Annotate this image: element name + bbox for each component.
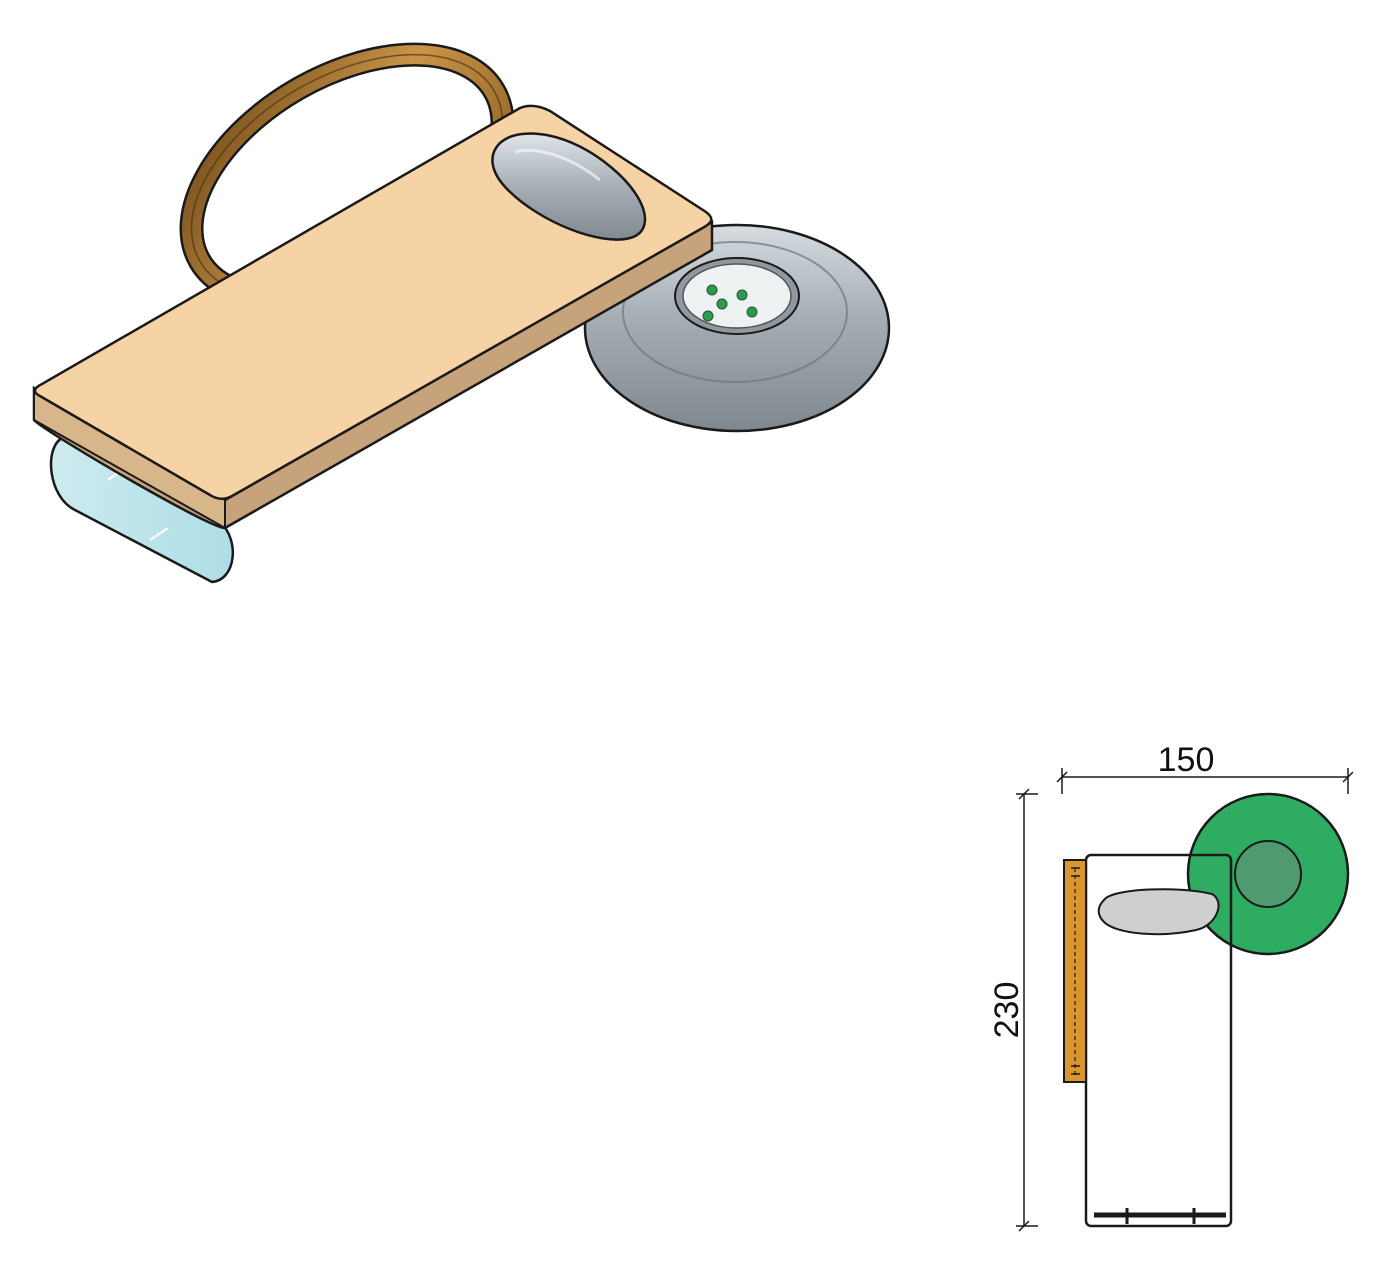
mirror-glare (149, 527, 169, 541)
width-dimension: 150 (1056, 741, 1354, 794)
plan-view: 150 230 (988, 741, 1354, 1232)
isometric-view (32, 42, 891, 584)
width-label: 150 (1158, 741, 1215, 779)
green-dots (702, 284, 758, 322)
strap-plan (1063, 859, 1087, 1083)
mirror-bar-plan (1094, 1208, 1226, 1224)
stone-seat-plan (1186, 792, 1350, 956)
height-label: 230 (988, 982, 1026, 1039)
height-dimension: 230 (988, 788, 1038, 1232)
pebble-cushion (491, 132, 647, 241)
pebble-cushion-plan (1097, 888, 1220, 936)
